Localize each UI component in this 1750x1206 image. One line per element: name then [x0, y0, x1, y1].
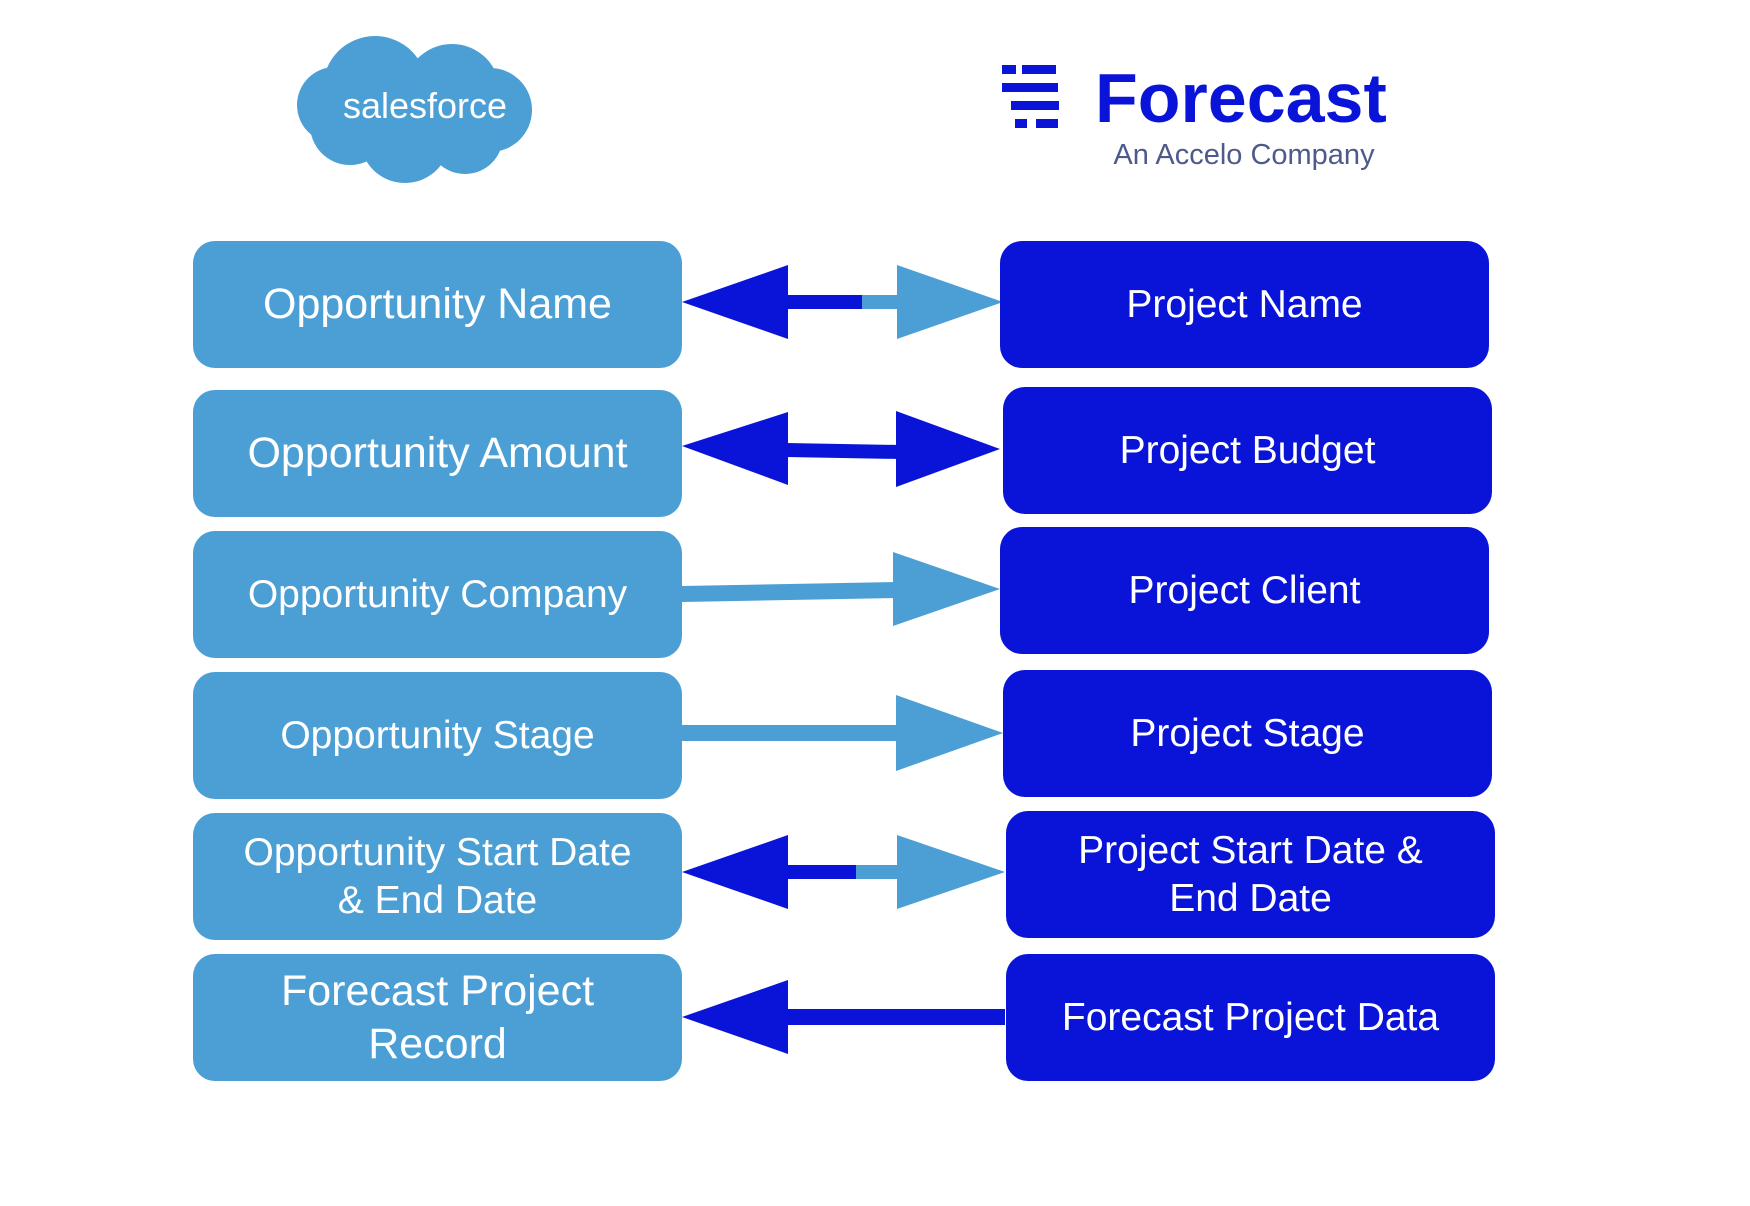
arrow-row-1-bidirectional [682, 265, 1003, 339]
forecast-field-project-dates: Project Start Date & End Date [1006, 811, 1495, 938]
forecast-logo-tagline: An Accelo Company [1113, 139, 1375, 171]
forecast-field-label: Project Client [1128, 568, 1361, 612]
salesforce-field-label: Opportunity Amount [247, 429, 628, 478]
arrow-row-6-to-left [682, 980, 1005, 1054]
salesforce-logo: salesforce [297, 36, 532, 183]
salesforce-cloud-icon [297, 36, 532, 183]
salesforce-field-label: Opportunity Stage [280, 713, 595, 757]
salesforce-field-opportunity-dates: Opportunity Start Date & End Date [193, 813, 682, 940]
forecast-field-forecast-project-data: Forecast Project Data [1006, 954, 1495, 1081]
salesforce-field-label: Opportunity Company [247, 572, 628, 616]
arrow-row-2-bidirectional [682, 411, 1000, 487]
forecast-logo: Forecast An Accelo Company [1002, 59, 1387, 171]
salesforce-field-opportunity-name: Opportunity Name [193, 241, 682, 368]
forecast-field-project-stage: Project Stage [1003, 670, 1492, 797]
forecast-field-project-name: Project Name [1000, 241, 1489, 368]
salesforce-field-label: Opportunity Name [263, 280, 612, 329]
salesforce-field-label: Forecast Project Record [280, 967, 595, 1068]
salesforce-logo-text: salesforce [343, 85, 507, 126]
connector-arrows [682, 265, 1005, 1054]
salesforce-field-opportunity-amount: Opportunity Amount [193, 390, 682, 517]
forecast-bars-icon [1002, 65, 1059, 128]
forecast-field-label: Project Stage [1130, 711, 1365, 755]
salesforce-field-label: Opportunity Start Date & End Date [243, 830, 632, 922]
forecast-field-label: Project Name [1126, 282, 1363, 326]
forecast-field-label: Forecast Project Data [1061, 995, 1440, 1039]
salesforce-field-opportunity-company: Opportunity Company [193, 531, 682, 658]
forecast-field-label: Project Start Date & End Date [1078, 828, 1423, 920]
salesforce-field-opportunity-stage: Opportunity Stage [193, 672, 682, 799]
arrow-row-4-to-right [682, 695, 1003, 771]
arrow-row-5-bidirectional [682, 835, 1005, 909]
forecast-logo-name: Forecast [1095, 59, 1387, 137]
forecast-field-project-client: Project Client [1000, 527, 1489, 654]
salesforce-field-forecast-project-record: Forecast Project Record [193, 954, 682, 1081]
arrow-row-3-to-right [682, 552, 1000, 626]
forecast-field-label: Project Budget [1119, 428, 1376, 472]
forecast-field-project-budget: Project Budget [1003, 387, 1492, 514]
